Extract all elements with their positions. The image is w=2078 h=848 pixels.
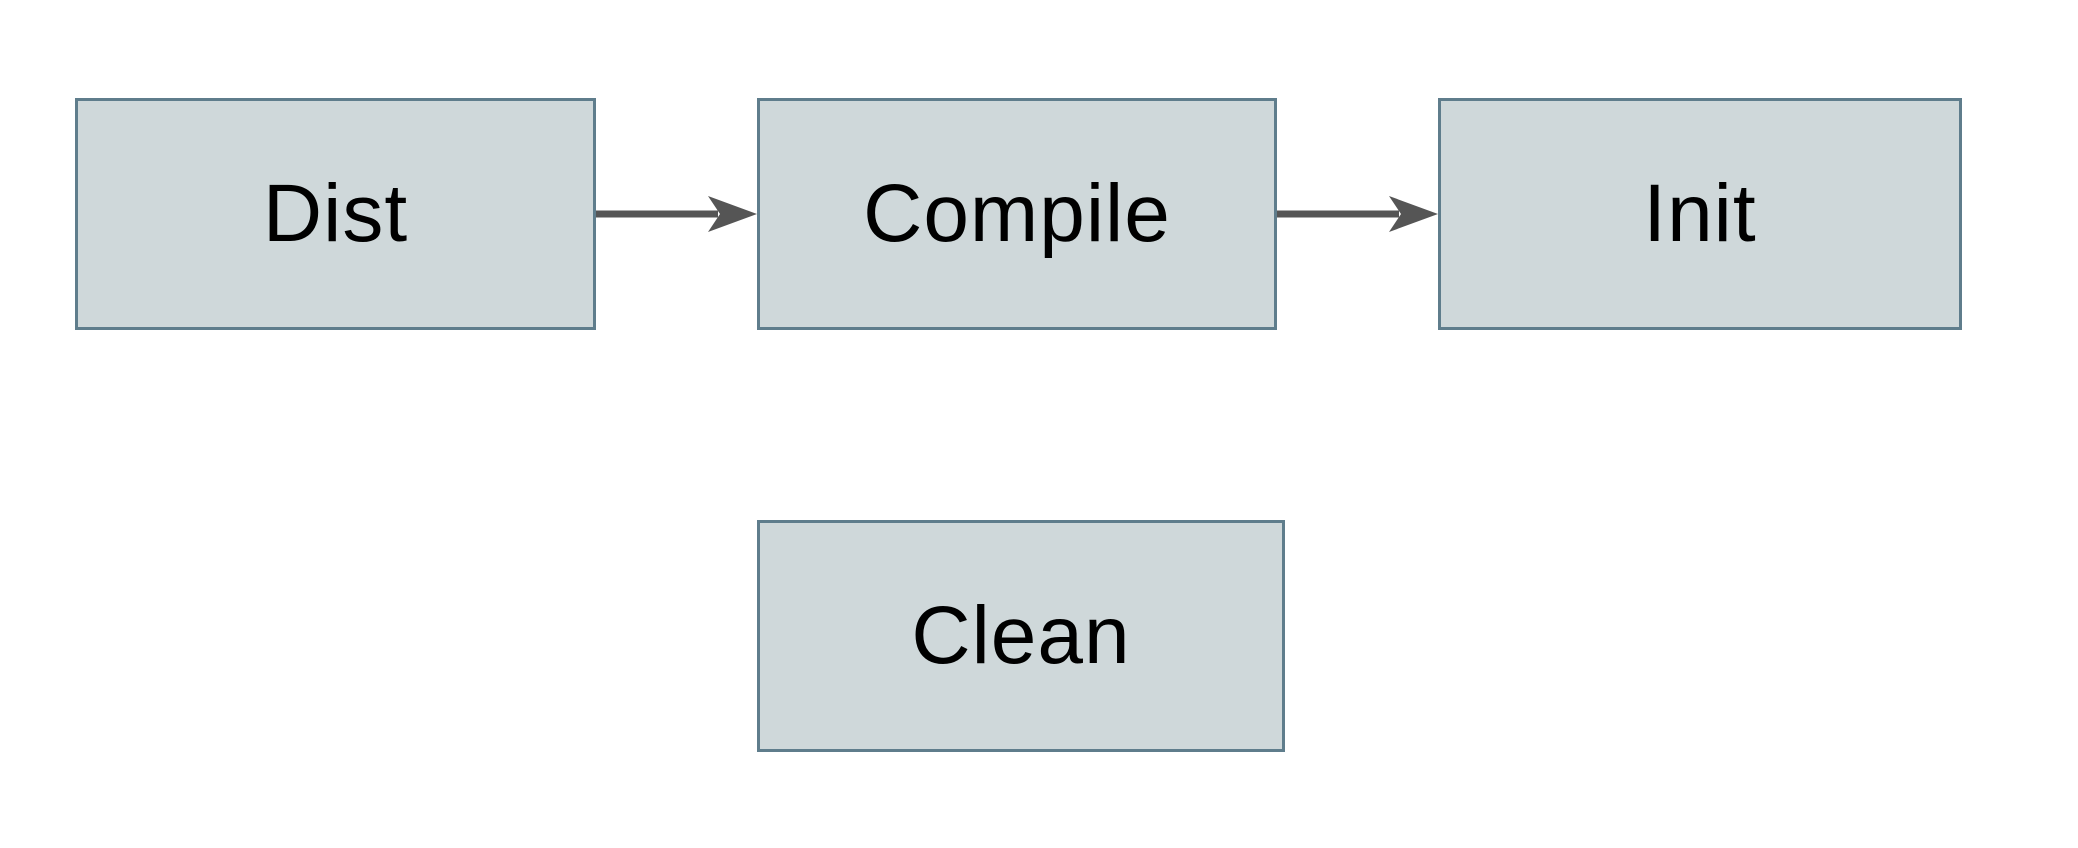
- node-compile-label: Compile: [863, 168, 1171, 259]
- node-dist-label: Dist: [262, 168, 409, 259]
- node-clean-label: Clean: [911, 590, 1131, 681]
- arrow-dist-to-compile-icon: [596, 196, 757, 232]
- node-init: Init: [1438, 98, 1962, 330]
- node-dist: Dist: [75, 98, 596, 330]
- node-clean: Clean: [757, 520, 1285, 752]
- node-compile: Compile: [757, 98, 1277, 330]
- arrow-compile-to-init-icon: [1277, 196, 1438, 232]
- node-init-label: Init: [1643, 168, 1757, 259]
